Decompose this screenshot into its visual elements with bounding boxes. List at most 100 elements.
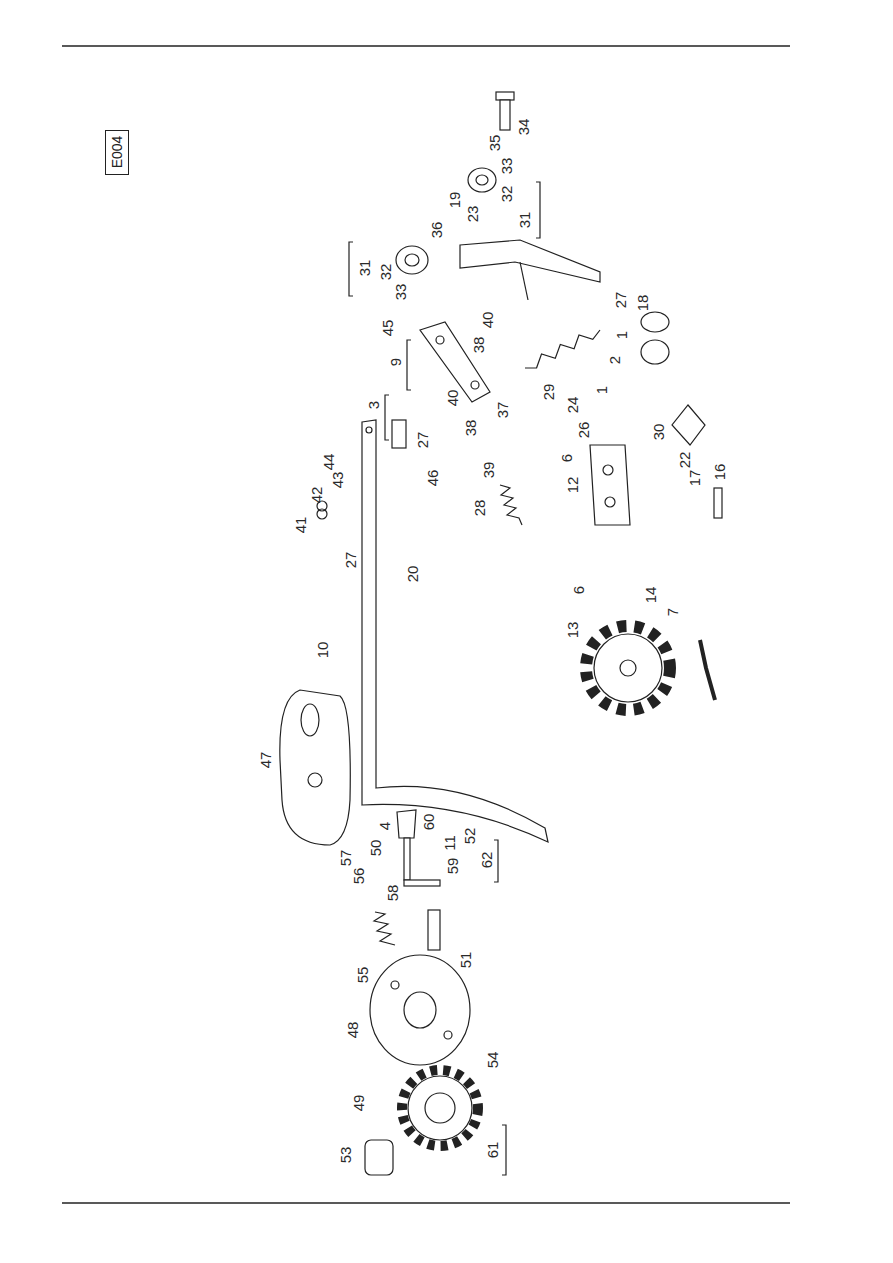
bearing (396, 246, 428, 274)
callout-number: 45 (379, 320, 396, 337)
callout-number: 3 (365, 401, 382, 409)
figure-code-box: E004 (105, 130, 129, 175)
group-bracket (385, 395, 389, 440)
callout-number: 11 (441, 835, 458, 851)
callout-number: 40 (479, 312, 496, 329)
bolt-head (496, 92, 514, 100)
callout-number: 17 (686, 470, 703, 487)
callout-number: 37 (494, 402, 511, 419)
callout-number: 27 (342, 552, 359, 569)
callout-number: 50 (367, 840, 384, 857)
callout-number: 49 (350, 1095, 367, 1112)
callout-number: 33 (498, 158, 515, 175)
gear-hub (425, 1093, 455, 1123)
knob (397, 810, 416, 838)
disc-bore (404, 992, 436, 1028)
figure-code: E004 (109, 136, 125, 169)
callout-number: 34 (515, 119, 532, 136)
callout-number: 2 (606, 356, 623, 364)
bracket-hole (605, 497, 615, 507)
group-bracket (407, 340, 411, 390)
callout-number: 61 (484, 1142, 501, 1159)
callout-number: 29 (540, 384, 557, 401)
washer (641, 340, 669, 364)
bottom-rule (62, 1202, 790, 1204)
callout-number: 24 (564, 397, 581, 414)
coil (317, 509, 327, 519)
arm-hole (471, 381, 479, 389)
bar-hole (366, 427, 372, 433)
pin (700, 640, 715, 700)
washer (641, 312, 669, 332)
callout-number: 51 (457, 952, 474, 969)
group-bracket (502, 1125, 506, 1175)
group-bracket (349, 242, 353, 296)
callout-number: 42 (308, 487, 325, 504)
callout-number: 55 (354, 967, 371, 984)
callout-number: 62 (478, 852, 495, 869)
gear (408, 1076, 472, 1140)
callout-number: 27 (612, 292, 629, 309)
disc-hole (444, 1031, 452, 1039)
bracket (460, 240, 600, 282)
plate-hole (308, 773, 322, 787)
callout-number: 13 (564, 622, 581, 639)
bearing (468, 168, 496, 192)
callout-number: 43 (329, 472, 346, 489)
callout-number: 33 (392, 284, 409, 301)
spring (500, 485, 522, 525)
bracket-hole (603, 465, 613, 475)
callout-number: 27 (414, 432, 431, 449)
bolt-shank (500, 100, 510, 130)
callout-number: 14 (642, 587, 659, 604)
callout-number: 30 (650, 424, 667, 441)
gear-teeth (402, 1070, 478, 1146)
callout-number: 32 (498, 186, 515, 203)
block (392, 420, 406, 448)
callout-number: 56 (350, 868, 367, 885)
plate (280, 690, 350, 845)
screw (714, 488, 722, 518)
bracket (590, 445, 630, 525)
callout-number: 1 (593, 386, 610, 394)
plate (672, 405, 705, 445)
callout-number: 19 (446, 192, 463, 209)
callout-number: 31 (516, 212, 533, 229)
callout-number: 53 (337, 1147, 354, 1164)
callout-number: 36 (428, 222, 445, 239)
callout-number: 32 (377, 264, 394, 281)
callout-number: 59 (444, 858, 461, 875)
callout-number: 16 (711, 464, 728, 481)
group-bracket (494, 840, 498, 882)
callout-number: 6 (570, 586, 587, 594)
callout-number: 23 (464, 206, 481, 223)
star-wheel-hub (620, 660, 636, 676)
callout-number: 9 (387, 358, 404, 366)
callout-number: 6 (558, 454, 575, 462)
callout-number: 26 (575, 422, 592, 439)
callout-number: 4 (376, 822, 393, 830)
callout-number: 44 (320, 454, 337, 471)
callout-number: 48 (344, 1022, 361, 1039)
callout-number: 39 (480, 462, 497, 479)
star-wheel-teeth (586, 626, 670, 710)
plate-hole (301, 704, 319, 736)
bearing-bore (405, 254, 419, 266)
spring (374, 912, 395, 945)
callout-number: 52 (461, 828, 478, 845)
star-wheel (594, 634, 662, 702)
top-rule (62, 45, 790, 47)
callout-number: 46 (424, 470, 441, 487)
callout-number: 58 (384, 885, 401, 902)
spring (525, 330, 600, 368)
callout-number: 10 (314, 642, 331, 659)
callout-number: 7 (664, 608, 681, 616)
disc-hole (391, 981, 399, 989)
callout-number: 20 (404, 566, 421, 583)
callout-number: 35 (486, 135, 503, 152)
disc (370, 955, 470, 1065)
arm-hole (436, 336, 444, 344)
callout-number: 57 (337, 850, 354, 867)
callout-number: 12 (564, 477, 581, 494)
